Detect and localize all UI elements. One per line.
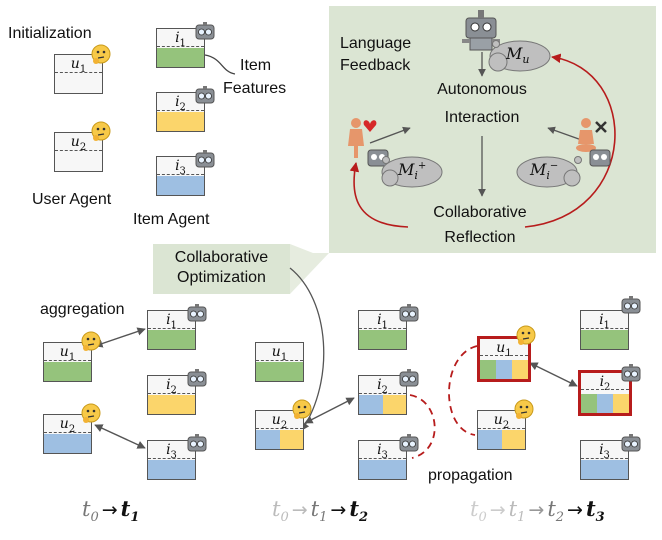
item-card-i1-s3: i1 bbox=[580, 310, 629, 350]
item-card-i2-s2: i2 bbox=[358, 375, 407, 415]
user-card-u1-s2: u1 bbox=[255, 342, 304, 382]
reflection-label-2: Reflection bbox=[444, 229, 516, 246]
person-heart-icon bbox=[348, 118, 377, 158]
robot-icon bbox=[399, 433, 419, 452]
thinking-face-icon bbox=[516, 325, 536, 346]
robot-icon bbox=[589, 149, 611, 167]
thinking-face-icon bbox=[514, 399, 534, 420]
robot-icon bbox=[187, 368, 207, 387]
timeline-1: t0→t1 bbox=[82, 496, 140, 526]
robot-icon bbox=[621, 295, 641, 314]
item-card-i2-s3-selected: i2 bbox=[578, 370, 632, 416]
panel-wedge bbox=[290, 244, 329, 294]
thinking-face-icon bbox=[91, 121, 111, 142]
item-card-i3-s1: i3 bbox=[147, 440, 196, 480]
optimization-label-1: Collaborative bbox=[174, 249, 269, 266]
robot-icon bbox=[399, 368, 419, 387]
user-var-u2: u2 bbox=[70, 134, 87, 153]
optimization-label-2: Optimization bbox=[177, 269, 266, 286]
item-card-i2-init: i2 bbox=[156, 92, 205, 132]
robot-icon bbox=[462, 10, 500, 51]
u2-i2-link bbox=[304, 397, 355, 424]
thinking-face-icon bbox=[81, 403, 101, 424]
u1-i1-link bbox=[94, 327, 146, 348]
item-card-i3-s2: i3 bbox=[358, 440, 407, 480]
aggregation-label: aggregation bbox=[40, 301, 125, 318]
user-agent-label: User Agent bbox=[32, 191, 112, 208]
thinking-face-icon bbox=[292, 399, 312, 420]
robot-icon bbox=[621, 433, 641, 452]
user-card-u1-init: u1 bbox=[54, 54, 103, 94]
thought-cloud-icon bbox=[516, 156, 582, 188]
item-card-i3-s3: i3 bbox=[580, 440, 629, 480]
robot-icon bbox=[187, 433, 207, 452]
thought-cloud-icon bbox=[488, 40, 551, 72]
memory-neg-label: Mi− bbox=[530, 160, 559, 183]
item-card-i1-s1: i1 bbox=[147, 310, 196, 350]
item-features-label-1: Item bbox=[240, 57, 272, 74]
reflection-label-1: Collaborative bbox=[433, 204, 527, 221]
reflection-top-red-arrow bbox=[524, 53, 616, 228]
user-card-u2-s1: u2 bbox=[43, 414, 92, 454]
item-features-label-2: Features bbox=[223, 80, 287, 97]
autonomous-label-2: Interaction bbox=[444, 109, 520, 126]
language-feedback-label-2: Feedback bbox=[340, 57, 411, 74]
robot-icon bbox=[399, 303, 419, 322]
i2-i3-propagation-dashed bbox=[409, 394, 436, 459]
collaborative-optimization-box: Collaborative Optimization bbox=[153, 244, 290, 294]
feature-pointer-line bbox=[204, 54, 236, 75]
memory-u-label: Mu bbox=[506, 44, 530, 67]
propagation-label: propagation bbox=[428, 467, 513, 484]
timeline-3: t0→t1→t2→t3 bbox=[470, 496, 605, 526]
robot-icon bbox=[187, 303, 207, 322]
robot-icon bbox=[195, 21, 215, 40]
user-var-u1: u1 bbox=[70, 56, 87, 75]
u1-i2-link bbox=[529, 362, 578, 387]
u1-u2-propagation-dashed bbox=[448, 345, 478, 436]
robot-icon bbox=[195, 85, 215, 104]
item-card-i1-s2: i1 bbox=[358, 310, 407, 350]
robot-icon bbox=[195, 149, 215, 168]
reflection-left-red-arrow bbox=[349, 162, 409, 228]
u2-i3-link bbox=[94, 424, 146, 449]
initialization-label: Initialization bbox=[8, 25, 92, 42]
memory-pos-label: Mi+ bbox=[398, 160, 427, 183]
thought-cloud-icon bbox=[381, 156, 443, 188]
robot-icon bbox=[621, 363, 641, 382]
user-card-u1-s3-selected: u1 bbox=[477, 336, 531, 382]
thinking-face-icon bbox=[81, 331, 101, 352]
left-interaction-arrow bbox=[369, 126, 411, 144]
language-feedback-label-1: Language bbox=[340, 35, 412, 52]
autonomous-label-1: Autonomous bbox=[437, 81, 527, 98]
thinking-face-icon bbox=[91, 44, 111, 65]
item-agent-label: Item Agent bbox=[133, 211, 210, 228]
timeline-2: t0→t1→t2 bbox=[272, 496, 369, 526]
